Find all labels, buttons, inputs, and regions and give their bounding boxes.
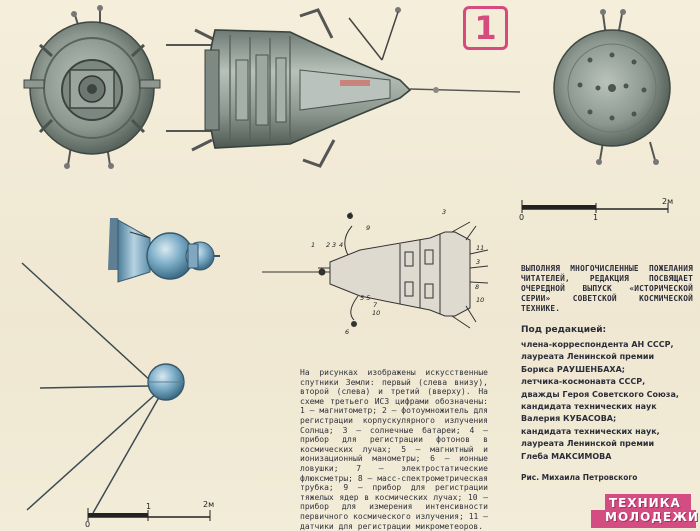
svg-text:3: 3 [332,241,336,249]
svg-text:10: 10 [476,296,484,304]
page-number: 1 [474,9,497,47]
svg-text:4: 4 [339,241,343,249]
illustration-legend: На рисунках изображены искусственные спу… [300,368,488,531]
editors-line: лауреата Ленинской премии [521,439,655,449]
editors-line: Глеба МАКСИМОВА [521,451,612,461]
third-satellite-schematic [262,213,489,329]
svg-text:1: 1 [311,241,315,249]
bottom-scale-two: 2м [203,500,215,509]
logo-line-1: ТЕХНИКА [609,496,681,510]
illustration-credit: Рис. Михаила Петровского [521,473,638,482]
top-scale-bar [521,200,669,213]
editors-line: кандидата технических наук, [521,426,660,436]
editors-line: кандидата технических наук [521,402,657,412]
bottom-scale-zero: 0 [85,520,91,529]
editors-list: члена-корреспондента АН СССР, лауреата Л… [521,339,696,463]
logo-line-2: МОЛОДЕЖИ [605,510,699,524]
editors-line: Бориса РАУШЕНБАХА; [521,364,625,374]
top-scale-one: 1 [593,213,599,222]
svg-text:6: 6 [348,211,352,219]
third-satellite-top-view [553,9,671,165]
third-satellite-side-view [166,7,521,168]
svg-text:8: 8 [475,283,479,291]
svg-text:2: 2 [326,241,330,249]
editors-line: члена-корреспондента АН СССР, [521,340,674,349]
svg-text:10: 10 [372,309,380,317]
bottom-scale-bar [87,508,211,521]
third-satellite-bottom-view [23,5,161,169]
top-scale-zero: 0 [519,213,525,222]
top-scale-two: 2м [662,197,674,206]
page-number-badge: 1 [463,6,508,50]
editors-line: дважды Героя Советского Союза, [521,389,679,399]
editors-heading: Под редакцией: [521,325,607,335]
magazine-logo: ТЕХНИКА МОЛОДЕЖИ [591,494,699,528]
intro-text: Выполняя многочисленные пожелания читате… [521,264,693,313]
svg-text:5 5: 5 5 [360,294,370,302]
first-satellite [21,262,185,514]
svg-text:3: 3 [442,208,446,216]
svg-text:7: 7 [373,301,378,309]
svg-text:11: 11 [476,244,484,252]
svg-text:3: 3 [476,258,480,266]
editors-line: лауреата Ленинской премии [521,352,655,362]
svg-text:9: 9 [366,224,370,232]
second-satellite [108,218,220,283]
svg-text:6: 6 [345,328,349,336]
bottom-scale-one: 1 [146,502,152,511]
editors-line: летчика-космонавта СССР, [521,377,646,387]
editors-line: Валерия КУБАСОВА; [521,414,617,424]
